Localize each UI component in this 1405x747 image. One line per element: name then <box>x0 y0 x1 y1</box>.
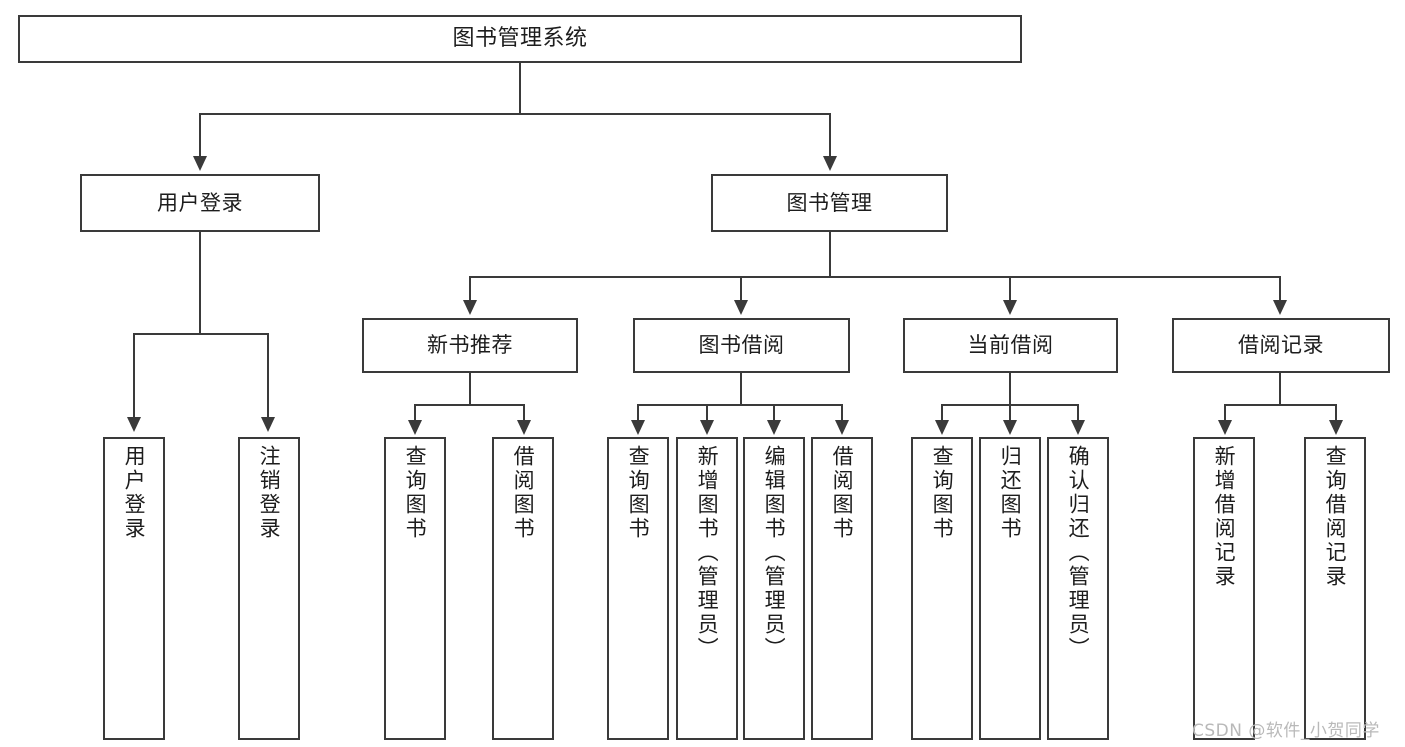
node-label: 新增图书（管理员） <box>695 445 720 661</box>
arrowhead-cb-leaf-3 <box>1071 420 1085 435</box>
node-label: 查询图书 <box>626 445 651 541</box>
node-label: 借阅图书 <box>830 445 855 541</box>
connector-cb-leaf-1 <box>941 404 943 422</box>
node-label: 用户登录 <box>157 190 243 215</box>
node-root-book-management-system[interactable]: 图书管理系统 <box>18 15 1022 63</box>
node-label: 编辑图书（管理员） <box>762 445 787 661</box>
node-label: 新书推荐 <box>427 333 513 358</box>
arrowhead-bb-leaf-2 <box>700 420 714 435</box>
node-label: 借阅图书 <box>511 445 536 541</box>
leaf-current-borrow-confirm-return-admin[interactable]: 确认归还（管理员） <box>1047 437 1109 740</box>
connector-bb-leaf-1 <box>637 404 639 422</box>
connector-user-login-to-leaf-1 <box>133 333 135 419</box>
node-book-management[interactable]: 图书管理 <box>711 174 948 232</box>
connector-user-login-to-leaf-2 <box>267 333 269 419</box>
node-label: 借阅记录 <box>1238 333 1324 358</box>
connector-nbr-bar <box>414 404 524 406</box>
node-label: 当前借阅 <box>967 333 1054 358</box>
arrowhead-nbr-leaf-2 <box>517 420 531 435</box>
connector-book-management-stem <box>829 232 831 277</box>
arrowhead-root-to-book-management <box>823 156 837 171</box>
connector-cb-leaf-3 <box>1077 404 1079 422</box>
connector-nbr-stem <box>469 373 471 405</box>
connector-br-stem <box>1279 373 1281 405</box>
arrowhead-bm-lvl2-2 <box>734 300 748 315</box>
connector-user-login-bar <box>133 333 267 335</box>
connector-bb-leaf-2 <box>706 404 708 422</box>
leaf-book-borrow-query-book[interactable]: 查询图书 <box>607 437 669 740</box>
leaf-borrow-record-add-record[interactable]: 新增借阅记录 <box>1193 437 1255 740</box>
node-label: 用户登录 <box>122 445 147 541</box>
leaf-user-login-logout[interactable]: 注销登录 <box>238 437 300 740</box>
leaf-current-borrow-return-book[interactable]: 归还图书 <box>979 437 1041 740</box>
arrowhead-bm-lvl2-4 <box>1273 300 1287 315</box>
node-label: 注销登录 <box>257 445 282 541</box>
node-user-login[interactable]: 用户登录 <box>80 174 320 232</box>
connector-nbr-leaf-2 <box>523 404 525 422</box>
arrowhead-bb-leaf-4 <box>835 420 849 435</box>
connector-root-bar <box>199 113 831 115</box>
connector-bm-to-lvl2-2 <box>740 276 742 302</box>
arrowhead-bb-leaf-3 <box>767 420 781 435</box>
arrowhead-bm-lvl2-1 <box>463 300 477 315</box>
arrowhead-user-login-leaf-1 <box>127 417 141 432</box>
connector-book-management-bar <box>469 276 1281 278</box>
node-label: 归还图书 <box>998 445 1023 541</box>
node-label: 图书管理系统 <box>452 26 588 52</box>
node-label: 查询图书 <box>403 445 428 541</box>
arrowhead-user-login-leaf-2 <box>261 417 275 432</box>
leaf-borrow-record-query-record[interactable]: 查询借阅记录 <box>1304 437 1366 740</box>
node-book-borrow[interactable]: 图书借阅 <box>633 318 850 373</box>
leaf-book-borrow-borrow-book[interactable]: 借阅图书 <box>811 437 873 740</box>
node-label: 图书管理 <box>786 190 873 215</box>
connector-cb-stem <box>1009 373 1011 405</box>
connector-br-leaf-2 <box>1335 404 1337 422</box>
node-label: 图书借阅 <box>698 333 785 358</box>
arrowhead-br-leaf-2 <box>1329 420 1343 435</box>
arrowhead-br-leaf-1 <box>1218 420 1232 435</box>
node-borrow-record[interactable]: 借阅记录 <box>1172 318 1390 373</box>
connector-bb-leaf-4 <box>841 404 843 422</box>
leaf-current-borrow-query-book[interactable]: 查询图书 <box>911 437 973 740</box>
leaf-user-login-login[interactable]: 用户登录 <box>103 437 165 740</box>
connector-bm-to-lvl2-3 <box>1009 276 1011 302</box>
arrowhead-nbr-leaf-1 <box>408 420 422 435</box>
connector-nbr-leaf-1 <box>414 404 416 422</box>
connector-root-to-book-management <box>829 113 831 158</box>
connector-bb-bar <box>637 404 842 406</box>
node-label: 新增借阅记录 <box>1212 445 1237 589</box>
connector-user-login-stem <box>199 232 201 334</box>
arrowhead-cb-leaf-2 <box>1003 420 1017 435</box>
connector-bm-to-lvl2-1 <box>469 276 471 302</box>
connector-bm-to-lvl2-4 <box>1279 276 1281 302</box>
connector-bb-leaf-3 <box>773 404 775 422</box>
connector-br-leaf-1 <box>1224 404 1226 422</box>
node-label: 查询借阅记录 <box>1323 445 1348 589</box>
connector-bb-stem <box>740 373 742 405</box>
leaf-book-borrow-add-book-admin[interactable]: 新增图书（管理员） <box>676 437 738 740</box>
connector-cb-leaf-2 <box>1009 404 1011 422</box>
arrowhead-cb-leaf-1 <box>935 420 949 435</box>
leaf-new-book-query-book[interactable]: 查询图书 <box>384 437 446 740</box>
arrowhead-root-to-user-login <box>193 156 207 171</box>
connector-root-stem <box>519 63 521 114</box>
node-label: 确认归还（管理员） <box>1066 445 1091 661</box>
connector-br-bar <box>1224 404 1336 406</box>
node-new-book-recommend[interactable]: 新书推荐 <box>362 318 578 373</box>
node-current-borrow[interactable]: 当前借阅 <box>903 318 1118 373</box>
node-label: 查询图书 <box>930 445 955 541</box>
arrowhead-bb-leaf-1 <box>631 420 645 435</box>
leaf-new-book-borrow-book[interactable]: 借阅图书 <box>492 437 554 740</box>
arrowhead-bm-lvl2-3 <box>1003 300 1017 315</box>
leaf-book-borrow-edit-book-admin[interactable]: 编辑图书（管理员） <box>743 437 805 740</box>
connector-root-to-user-login <box>199 113 201 158</box>
